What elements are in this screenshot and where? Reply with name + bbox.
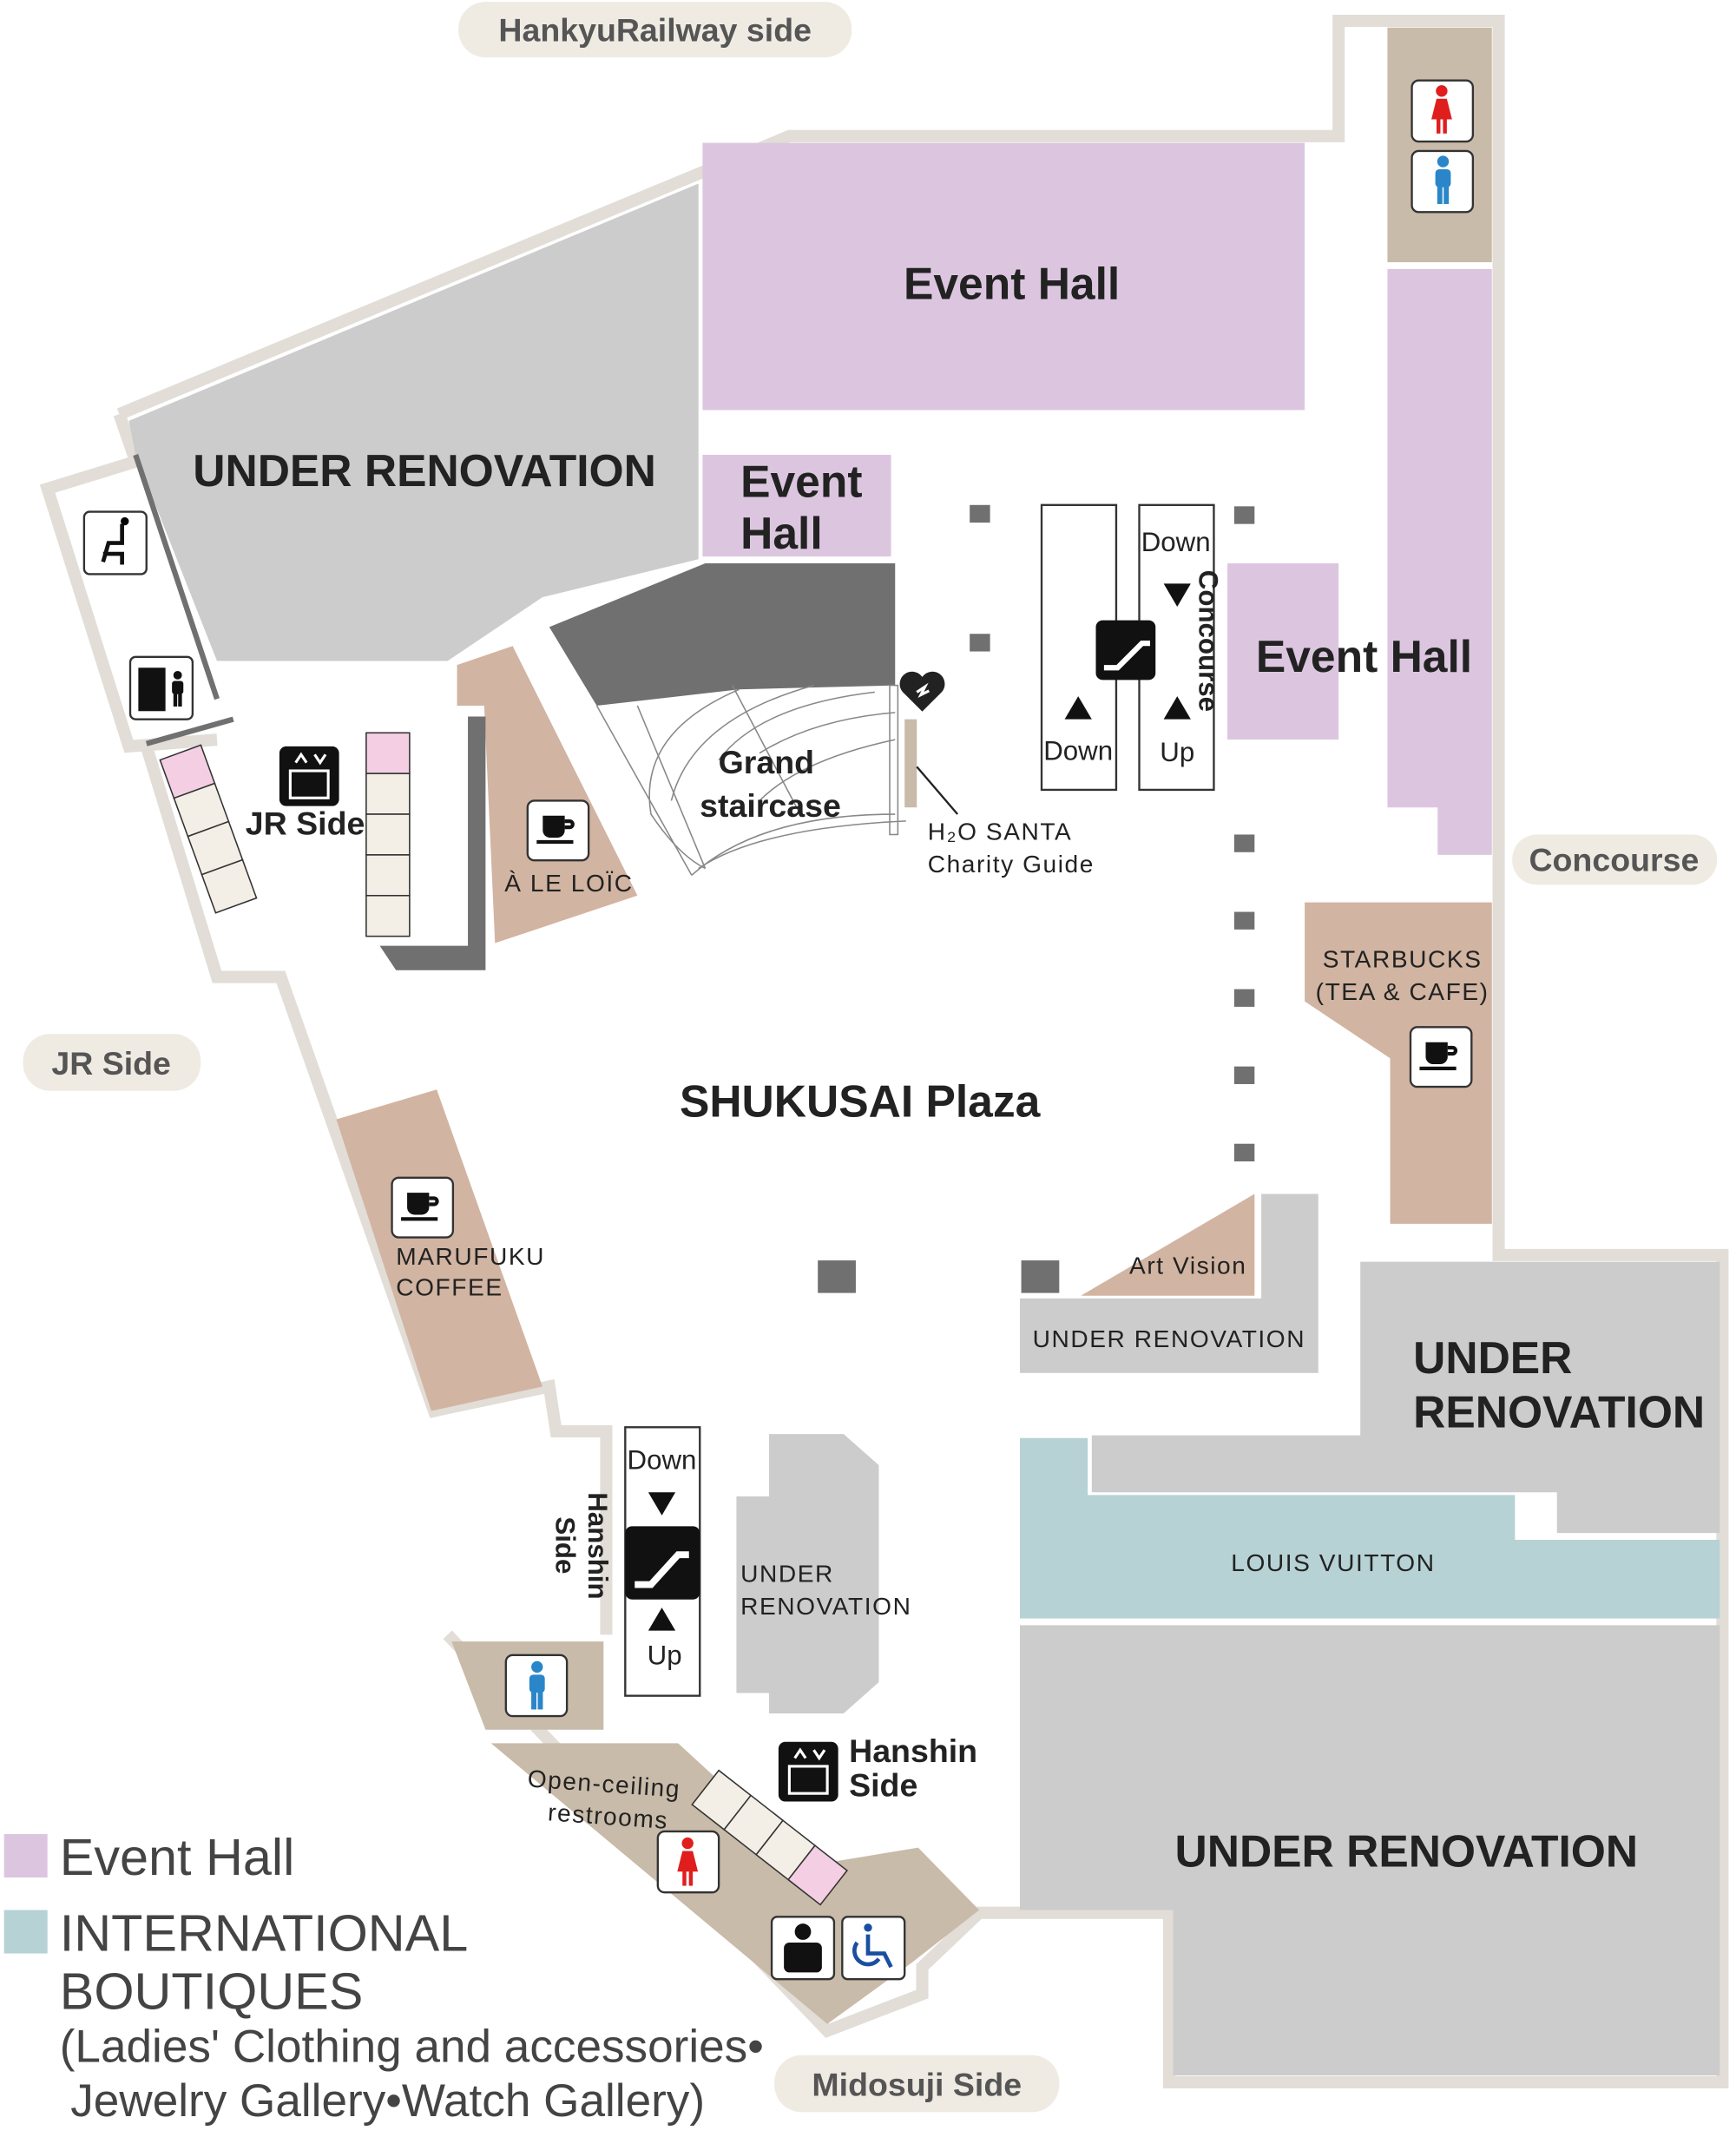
aed-icon[interactable] [898,670,946,713]
under-renovation-label: RENOVATION [740,1593,911,1620]
event-hall-small-label: Hall [740,508,823,558]
escalator-icon-glyph [1103,641,1150,671]
legend-international: BOUTIQUES [60,1963,364,2021]
grand-staircase[interactable] [595,684,906,876]
elevator-label: Side [849,1766,917,1803]
elevator-label: Hanshin [849,1733,977,1769]
escalator-icon-glyph [635,1551,689,1588]
under-renovation-nw [128,183,699,661]
wall [379,716,486,970]
escalator-up-label: Up [648,1641,682,1671]
under-renovation-se [1020,1625,1720,2076]
up-arrow-icon [1163,696,1191,720]
escalator-label: Concourse [1193,570,1223,712]
grand-staircase-label: Grand [719,744,814,780]
wheelchair-icon[interactable] [841,1916,906,1981]
escalator-down-label: Down [1043,736,1113,766]
direction-west-label: JR Side [51,1045,171,1082]
art-vision-label: Art Vision [1129,1253,1246,1279]
male-restroom-icon[interactable] [1410,149,1475,214]
staircase-upper [549,562,896,707]
down-arrow-icon [1163,583,1191,607]
cafe-marufuku[interactable] [336,1089,543,1411]
elevator-label: JR Side [246,805,365,841]
under-renovation-center [736,1434,879,1713]
male-restroom-icon[interactable] [504,1654,569,1718]
h2o-charity-label: Charity Guide [928,851,1095,878]
grand-staircase-label: staircase [700,787,841,824]
event-hall-right[interactable] [1227,562,1339,740]
wall [133,453,220,700]
under-renovation-label: UNDER RENOVATION [193,445,656,496]
event-hall-small[interactable] [702,454,891,557]
direction-west: JR Side [23,1034,201,1091]
cafe-icon [1409,1026,1473,1088]
direction-north-label: HankyuRailway side [498,11,812,48]
under-renovation-label: UNDER [1413,1332,1572,1383]
cafe-a-le-loic[interactable] [457,646,638,944]
cafe-label: (TEA & CAFE) [1316,978,1489,1005]
legend-international: INTERNATIONAL [60,1904,469,1962]
elevator-icon[interactable] [778,1741,838,1802]
art-vision[interactable] [1081,1193,1255,1296]
escalator-up-label: Up [1160,737,1194,767]
louis-vuitton[interactable] [1020,1437,1720,1619]
h2o-charity-label: H₂O SANTA [928,819,1073,845]
direction-east-label: Concourse [1529,842,1699,878]
lockers [159,732,848,1906]
event-hall-small-label: Event [740,456,862,506]
escalator-icon [1095,620,1156,681]
escalator-icon [625,1526,700,1600]
under-renovation-east [1091,1261,1720,1534]
building-outline [39,14,1729,2088]
louis-vuitton-label: LOUIS VUITTON [1231,1549,1435,1576]
cafe-label: À LE LOÏC [504,870,633,897]
wall [145,716,234,746]
vending-atm-icon[interactable] [128,655,194,720]
direction-east: Concourse [1512,834,1718,885]
escalator-label: Hanshin [582,1492,613,1599]
columns [818,504,1255,1293]
h2o-charity-booth [904,719,917,808]
down-arrow-icon [648,1492,676,1516]
escalator-label: Side [550,1516,581,1574]
under-renovation-small [1020,1193,1318,1373]
cafe-label: STARBUCKS [1323,946,1483,973]
plaza-label: SHUKUSAI Plaza [680,1075,1041,1126]
female-restroom-icon[interactable] [1410,79,1475,143]
direction-south-label: Midosuji Side [812,2067,1022,2103]
priority-seat-icon[interactable] [82,510,148,575]
multipurpose-room-icon[interactable] [770,1916,836,1981]
under-renovation-label: UNDER RENOVATION [1033,1325,1305,1352]
direction-north: HankyuRailway side [458,2,852,58]
direction-south: Midosuji Side [774,2055,1060,2113]
under-renovation-label: UNDER RENOVATION [1175,1826,1639,1877]
under-renovation-label: RENOVATION [1413,1386,1705,1437]
cafe-label: MARUFUKU [396,1243,545,1270]
legend-swatch-event-hall [3,1834,48,1878]
escalator-down-label: Down [1141,527,1211,557]
female-restroom-icon[interactable] [656,1830,720,1894]
escalator-down-label: Down [628,1445,697,1476]
cafe-starbucks[interactable] [1305,902,1492,1224]
legend-swatch-international [3,1910,48,1954]
elevator-icon[interactable] [279,746,339,806]
legend-international-detail: (Ladies' Clothing and accessories• [60,2022,764,2073]
legend: Event Hall INTERNATIONAL BOUTIQUES (Ladi… [3,1828,764,2127]
event-hall-right-label: Event Hall [1256,631,1472,681]
up-arrow-icon [1064,696,1092,720]
event-hall-top[interactable] [702,142,1305,411]
cafe-icon [526,799,590,862]
event-hall-corridor [1387,268,1492,855]
legend-event-hall: Event Hall [60,1828,295,1886]
up-arrow-icon [648,1608,676,1631]
leader-line [916,766,959,815]
restroom-area-ne [1387,27,1492,263]
cafe-label: COFFEE [396,1274,503,1301]
under-renovation-label: UNDER [740,1560,834,1587]
legend-international-detail: Jewelry Gallery•Watch Gallery) [70,2075,705,2127]
event-hall-top-label: Event Hall [904,258,1120,308]
cafe-icon [391,1176,455,1239]
